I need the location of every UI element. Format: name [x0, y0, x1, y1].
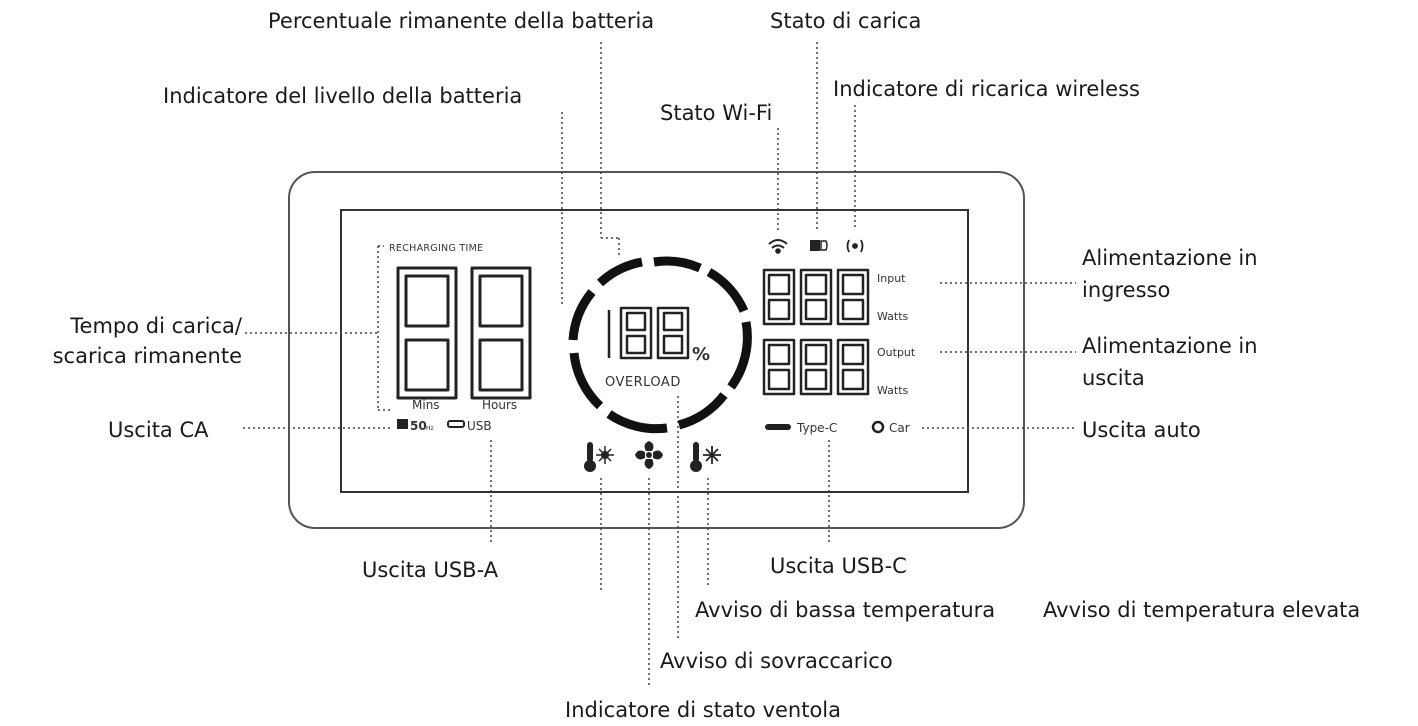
label-high-temp: Avviso di temperatura elevata: [1043, 598, 1361, 622]
battery-ring: [568, 256, 752, 434]
ac-icon: [397, 419, 408, 429]
mins-text: Mins: [412, 398, 440, 412]
type-c-icon: [765, 424, 791, 430]
output-digits: [762, 338, 870, 396]
label-usb-a-output: Uscita USB-A: [362, 558, 499, 582]
watts-2-text: Watts: [877, 384, 909, 397]
output-text: Output: [877, 346, 916, 359]
time-digits: [396, 266, 532, 400]
label-car-output: Uscita auto: [1082, 418, 1201, 442]
freq-text: 50: [410, 419, 427, 433]
overload-text: OVERLOAD: [605, 375, 681, 390]
device-frame: [288, 171, 1025, 529]
recharging-time-text: RECHARGING TIME: [389, 243, 483, 254]
label-wireless-charging: Indicatore di ricarica wireless: [833, 77, 1140, 101]
label-overload: Avviso di sovraccarico: [660, 649, 893, 673]
percent-sign: %: [692, 344, 710, 365]
label-wifi-state: Stato Wi-Fi: [660, 101, 773, 125]
label-battery-level: Indicatore del livello della batteria: [163, 84, 523, 108]
percent-digits: [607, 306, 690, 360]
label-ac-output: Uscita CA: [108, 418, 209, 442]
wifi-icon: [768, 239, 788, 254]
label-output-power: Alimentazione in uscita: [1082, 334, 1258, 390]
freq-unit-text: Hz: [426, 425, 434, 432]
label-usb-c-output: Uscita USB-C: [770, 554, 907, 578]
label-input-power: Alimentazione in ingresso: [1082, 246, 1258, 302]
leader-lines: [243, 42, 1076, 686]
car-text: Car: [889, 421, 910, 435]
high-temp-icon: [584, 442, 614, 472]
fan-icon: [635, 441, 663, 469]
label-low-temp: Avviso di bassa temperatura: [695, 598, 996, 622]
label-fan-state: Indicatore di stato ventola: [565, 698, 842, 722]
label-battery-percent: Percentuale rimanente della batteria: [268, 9, 655, 33]
charge-state-icon: [810, 240, 828, 251]
watts-1-text: Watts: [877, 310, 909, 323]
hours-text: Hours: [482, 398, 517, 412]
type-c-text: Type-C: [796, 421, 837, 435]
input-text: Input: [877, 272, 906, 285]
label-remaining-time: Tempo di carica/ scarica rimanente: [52, 314, 242, 368]
car-icon: [871, 420, 885, 434]
usb-text: USB: [467, 419, 492, 433]
low-temp-icon: [690, 442, 721, 472]
lcd-screen: [340, 209, 969, 493]
wireless-charging-icon: [846, 239, 864, 253]
label-charge-state: Stato di carica: [770, 9, 922, 33]
input-digits: [762, 268, 870, 326]
usb-a-icon: [447, 420, 465, 428]
